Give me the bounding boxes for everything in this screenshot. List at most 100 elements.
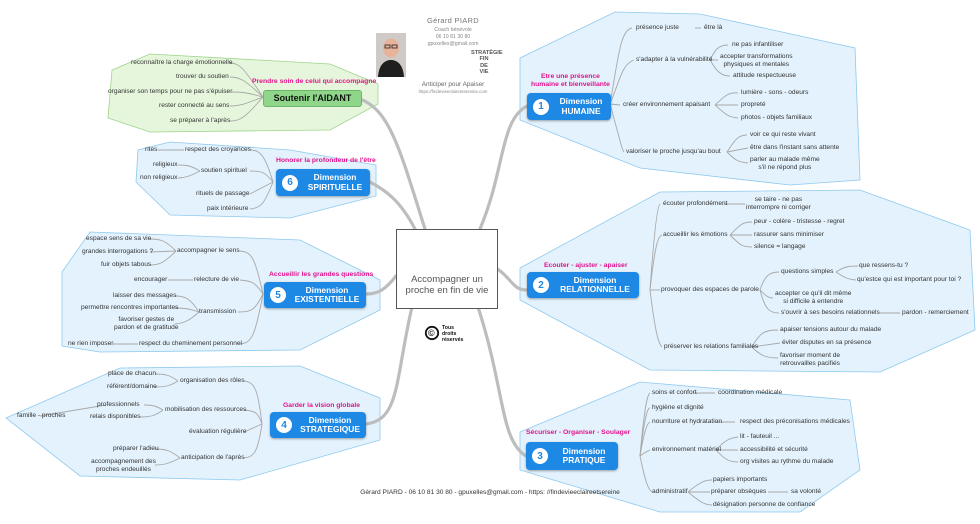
d2-subtitle: Ecouter - ajuster - apaiser — [544, 262, 628, 269]
main-branches — [358, 97, 529, 458]
d6-branch: soutien spirituel — [201, 167, 247, 174]
d2-leaf: apaiser tensions autour du malade — [780, 326, 882, 333]
aidant-item: rester connecté au sens — [159, 102, 230, 109]
d2-branch: préserver les relations familiales — [664, 343, 759, 350]
d4-leaf: professionnels — [97, 401, 140, 408]
aidant-item: trouver du soutien — [176, 73, 229, 80]
profile-name: Gérard PIARD — [427, 16, 479, 25]
d2-leaf: peur - colère - tristesse - regret — [754, 218, 845, 225]
d5-leaf: encourager — [134, 276, 168, 283]
d1-leaf: être là — [704, 24, 723, 31]
d1-branch: présence juste — [636, 24, 679, 31]
d2-leaf: éviter disputes en sa présence — [782, 339, 872, 346]
d3-leaf: respect des préconisations médicales — [740, 418, 850, 425]
d3-leaf: org visites au rythme du malade — [740, 458, 834, 465]
footer-contact: Gérard PIARD - 06 10 81 30 80 - gpuxelle… — [360, 489, 620, 496]
d3-branch: nourriture et hydratation — [652, 418, 723, 425]
copyright-icon — [424, 325, 440, 341]
d4-branch: organisation des rôles — [180, 377, 245, 384]
d6-subtitle: Honorer la profondeur de l'être — [276, 157, 376, 164]
zone-strategique — [5, 365, 381, 481]
d3-leaf: lit - fauteuil ... — [740, 433, 780, 440]
d2-subleaf: que ressens-tu ? — [859, 262, 909, 269]
sub-branches — [39, 27, 900, 506]
zone-spirituelle — [135, 141, 377, 219]
d2-subleaf: pardon - remerciement — [902, 309, 969, 316]
d2-branch: accueillir les émotions — [663, 231, 728, 238]
d3-branch: soins et confort — [652, 389, 697, 396]
d2-subleaf: qu'estce qui est important pour toi ? — [857, 276, 962, 283]
d2-leaf: silence = langage — [754, 243, 806, 250]
aidant-item: se préparer à l'après — [170, 117, 231, 124]
d2-leaf: rassurer sans minimiser — [754, 231, 824, 238]
d3-branch: environnement matériel — [652, 446, 721, 453]
d1-leaf: ne pas infantiliser — [732, 41, 784, 48]
profile-photo — [376, 33, 406, 77]
d5-branch: transmission — [199, 308, 237, 315]
d4-branch: mobilisation des ressources — [165, 406, 247, 413]
d1-branch: créer environnement apaisant — [623, 101, 711, 108]
d1-leaf: propreté — [741, 101, 766, 108]
profile-card: Gérard PIARD Coach bénévole 06 10 81 30 … — [409, 14, 503, 116]
d1-leaf: lumière - sons - odeurs — [741, 89, 809, 96]
d3-subleaf: sa volonté — [791, 488, 822, 495]
zone-aidant — [107, 53, 379, 133]
d5-branch: relecture de vie — [194, 276, 240, 283]
d3-branch: administratif — [652, 488, 688, 495]
d5-leaf: permettre rencontres importantes — [81, 304, 179, 311]
d2-branch: provoquer des espaces de parole — [661, 286, 759, 293]
aidant-item: reconnaître la charge émotionnelle — [131, 59, 233, 66]
d4-leaf: préparer l'adieu — [113, 445, 159, 452]
d1-leaf: être dans l'instant sans attente — [750, 144, 840, 151]
d4-branch: anticipation de l'après — [181, 454, 245, 461]
d4-subtitle: Garder la vision globale — [283, 402, 361, 409]
zone-relationnelle — [519, 189, 976, 373]
d5-leaf: ne rien imposer — [68, 340, 114, 347]
aidant-node[interactable]: Soutenir l'AIDANT — [263, 90, 362, 107]
profile-line-1: Coach bénévole — [434, 27, 472, 33]
d6-branch: rituels de passage — [196, 190, 250, 197]
central-topic[interactable]: Accompagner un proche en fin de vie — [396, 229, 498, 309]
d1-branch: valoriser le proche jusqu'au bout — [626, 148, 721, 155]
d2-leaf: questions simples — [781, 268, 834, 275]
d1-leaf: photos - objets familiaux — [741, 114, 813, 121]
d4-leaf: référent/domaine — [107, 383, 157, 390]
d3-leaf: papiers importants — [713, 476, 768, 483]
d3-subtitle: Sécuriser - Organiser - Soulager — [526, 429, 631, 436]
d3-leaf: accessibilité et sécurité — [740, 446, 808, 453]
d4-branch: évaluation régulière — [189, 428, 247, 435]
d6-branch: respect des croyances — [185, 146, 251, 153]
d5-leaf: grandes interrogations ? — [82, 248, 154, 255]
profile-url[interactable]: https://findevieeclaireetsereine.com — [418, 89, 488, 94]
aidant-item: organiser son temps pour ne pas s'épuise… — [108, 88, 233, 95]
d6-leaf: non religieux — [140, 174, 178, 181]
d5-leaf: fuir objets tabous — [101, 261, 152, 268]
tagline: Anticiper pour Apaiser — [421, 81, 485, 88]
d2-branch: écouter profondément — [663, 200, 728, 207]
aidant-subtitle: Prendre soin de celui qui accompagne — [252, 78, 377, 85]
d2-leaf: s'ouvrir à ses besoins relationnels — [781, 309, 880, 316]
d1-branch: s'adapter à la vulnérabilité — [636, 56, 713, 63]
zone-humaine — [519, 11, 861, 186]
d5-leaf: espace sens de sa vie — [86, 235, 152, 242]
d6-branch: paix intérieure — [207, 205, 249, 212]
d1-leaf: voir ce qui reste vivant — [750, 131, 816, 138]
d3-branch: hygiène et dignité — [652, 404, 704, 411]
d5-leaf: laisser des messages — [113, 292, 177, 299]
d4-subleaf: famille - proches — [17, 412, 66, 419]
